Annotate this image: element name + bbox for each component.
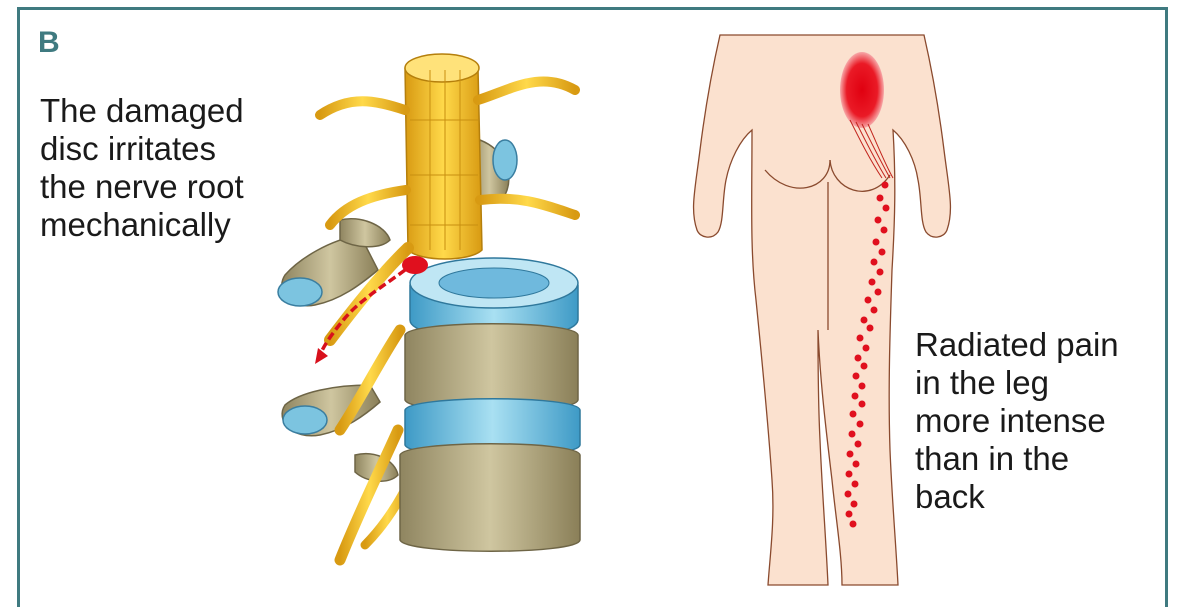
hip-pain-area	[840, 52, 884, 128]
body-figure	[694, 35, 951, 585]
arrow-head	[315, 348, 328, 364]
vertebral-column	[400, 258, 580, 551]
spinal-cord	[405, 54, 482, 259]
